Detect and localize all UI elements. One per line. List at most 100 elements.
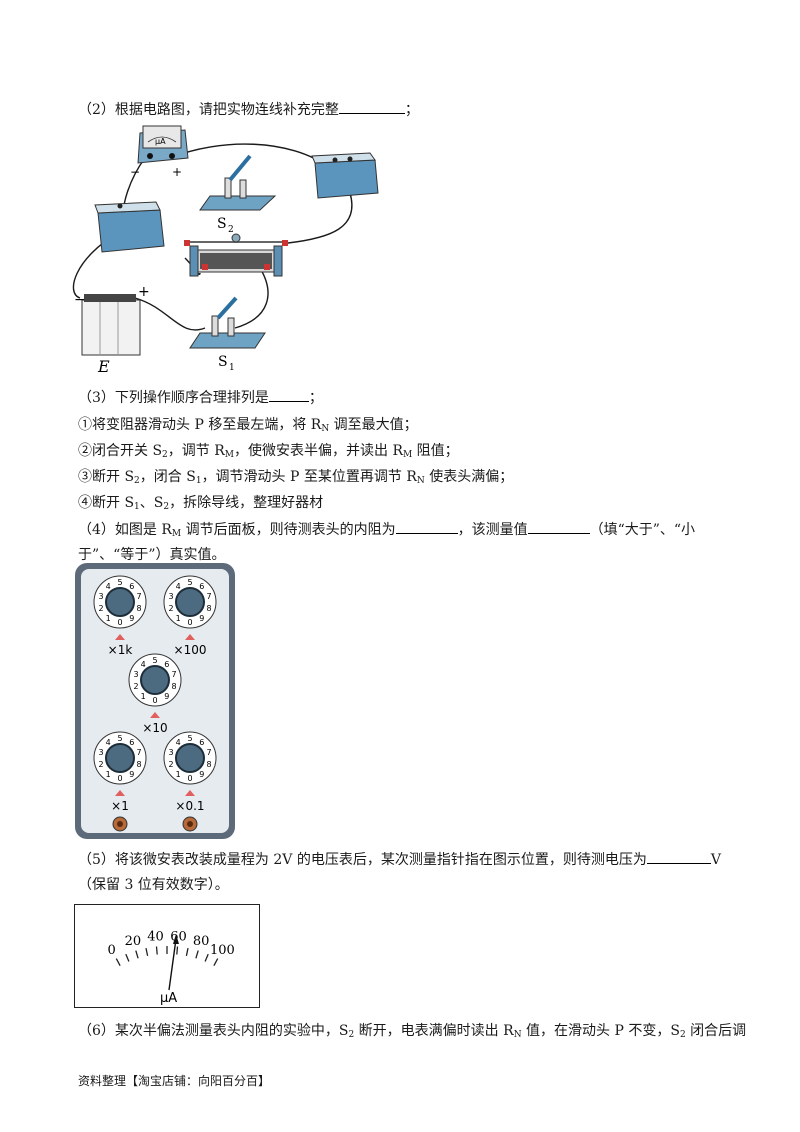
q4-blank-2 (527, 520, 590, 534)
dial-digit: 0 (117, 618, 122, 627)
dial-digit: 8 (206, 760, 211, 769)
q5-line-2: （保留 3 位有效数字）。 (78, 877, 229, 893)
dial-marker (150, 712, 160, 718)
dial-digit: 9 (129, 770, 134, 779)
dial-marker (115, 634, 125, 640)
dial-digit: 7 (171, 670, 176, 679)
dial-digit: 5 (117, 734, 122, 743)
s1-sub: 1 (229, 363, 235, 373)
battery-label: E (97, 357, 110, 376)
q2-suffix: ； (404, 102, 419, 118)
dial-digit: 4 (141, 660, 146, 669)
dial-digit: 8 (136, 604, 141, 613)
battery-e: − + E (74, 284, 150, 376)
dial-digit: 5 (152, 656, 157, 665)
dial-multiplier-label: ×10 (142, 721, 167, 735)
dial-digit: 1 (176, 614, 181, 623)
dial-multiplier-label: ×1k (108, 643, 133, 657)
meter-tick-label: 40 (147, 930, 164, 945)
q3-suffix: ； (308, 390, 323, 406)
meter-tick (213, 958, 219, 967)
dial-digit: 7 (206, 748, 211, 757)
dial-digit: 9 (199, 770, 204, 779)
dial-knob[interactable] (175, 587, 205, 617)
dial-digit: 6 (129, 738, 134, 747)
meter-pointer (168, 938, 177, 991)
q3-blank (268, 388, 309, 402)
q5-blank (646, 850, 711, 864)
dial-digit: 2 (98, 604, 103, 613)
q3-step-2: ②闭合开关 S2，调节 RM，使微安表半偏，并读出 RM 阻值； (78, 443, 459, 460)
dial-digit: 1 (176, 770, 181, 779)
meter-tick (176, 946, 179, 955)
dial-digit: 2 (133, 682, 138, 691)
q2-line: （2）根据电路图，请把实物连线补充完整； (78, 100, 419, 119)
q5-line-1: （5）将该微安表改装成量程为 2V 的电压表后，某次测量指针指在图示位置，则待测… (78, 850, 721, 868)
dial-digit: 3 (168, 748, 173, 757)
dial-digit: 9 (129, 614, 134, 623)
switch-s2: S 2 (199, 154, 277, 235)
meter-tick (135, 950, 139, 959)
dial-digit: 7 (206, 592, 211, 601)
microammeter: μA − + (130, 125, 189, 179)
q4-line-1: （4）如图是 RM 调节后面板，则待测表头的内阻为，该测量值（填“大于”、“小 (78, 520, 696, 539)
dial-knob[interactable] (105, 743, 135, 773)
dial-knob[interactable] (105, 587, 135, 617)
meter-unit-label: μA (155, 137, 166, 146)
dial-digit: 9 (164, 692, 169, 701)
meter-tick (185, 947, 189, 957)
dial-digit: 6 (129, 582, 134, 591)
dial-multiplier-label: ×0.1 (175, 799, 204, 813)
dial-digit: 7 (136, 748, 141, 757)
meter-tick-label: 80 (193, 934, 210, 949)
meter-minus: − (130, 165, 140, 179)
box-right (311, 152, 379, 199)
dial-digit: 0 (187, 618, 192, 627)
dial-digit: 1 (106, 770, 111, 779)
dial-digit: 7 (136, 592, 141, 601)
dial-digit: 6 (199, 582, 204, 591)
dial-digit: 0 (117, 774, 122, 783)
meter-dial-unit: μA (160, 991, 177, 1006)
meter-tick-label: 20 (125, 934, 142, 949)
dial-digit: 8 (206, 604, 211, 613)
q2-blank (338, 100, 405, 114)
dial-digit: 3 (133, 670, 138, 679)
q3-step-1: ①将变阻器滑动头 P 移至最左端，将 RN 调至最大值； (78, 417, 418, 434)
q6-line: （6）某次半偏法测量表头内阻的实验中，S2 断开，电表满偏时读出 RN 值，在滑… (78, 1023, 747, 1040)
rheostat (184, 233, 288, 277)
battery-minus: − (74, 292, 86, 308)
q3-step-4: ④断开 S1、S2，拆除导线，整理好器材 (78, 495, 324, 512)
dial-digit: 0 (152, 696, 157, 705)
dial-digit: 2 (168, 760, 173, 769)
dial-multiplier-label: ×100 (174, 643, 207, 657)
s1-label: S (218, 354, 228, 370)
dial-knob[interactable] (175, 743, 205, 773)
q4-line-2: 于”、“等于”）真实值。 (78, 547, 226, 563)
dial-digit: 5 (117, 578, 122, 587)
dial-marker (185, 790, 195, 796)
meter-tick (115, 958, 121, 967)
dial-marker (185, 634, 195, 640)
dial-marker (115, 790, 125, 796)
dial-digit: 4 (106, 738, 111, 747)
dial-digit: 4 (106, 582, 111, 591)
dial-digit: 6 (199, 738, 204, 747)
meter-tick (204, 953, 209, 962)
dial-digit: 0 (187, 774, 192, 783)
meter-tick (125, 953, 130, 962)
dial-digit: 9 (199, 614, 204, 623)
meter-tick (155, 946, 158, 955)
dial-digit: 1 (106, 614, 111, 623)
box-left (94, 201, 165, 253)
dial-digit: 8 (171, 682, 176, 691)
dial-knob[interactable] (140, 665, 170, 695)
dial-digit: 8 (136, 760, 141, 769)
